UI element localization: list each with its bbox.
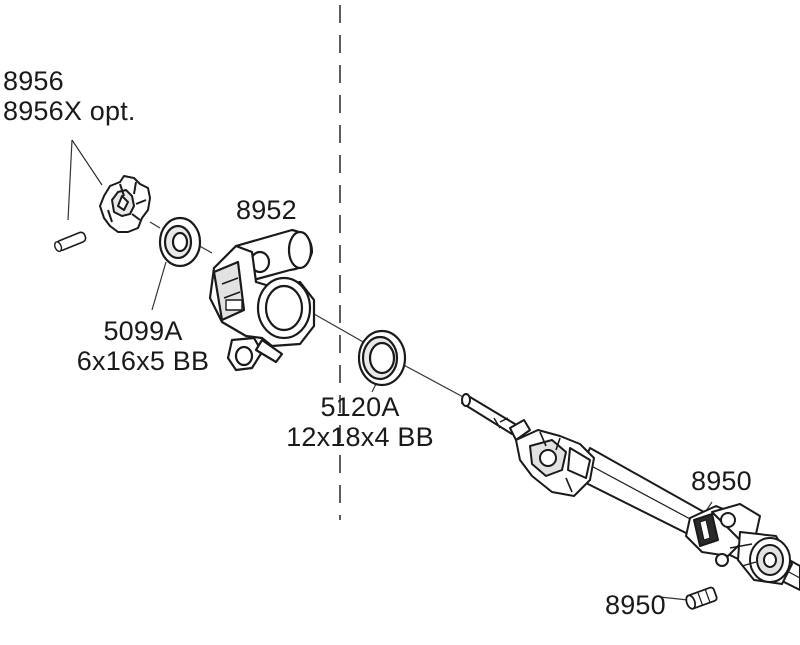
hub-8956-part xyxy=(99,175,151,233)
callout-5099A-part-number: 5099A xyxy=(103,316,183,346)
bearing-5120A-part xyxy=(357,329,407,387)
callout-8950-pin: 8950 xyxy=(605,590,666,620)
housing-8952-part xyxy=(208,228,316,372)
callout-5099A: 5099A 6x16x5 BB xyxy=(70,316,216,376)
callout-8952: 8952 xyxy=(236,195,297,225)
callout-8952-part-number: 8952 xyxy=(236,195,297,225)
callout-8956-option: 8956X opt. xyxy=(3,96,136,126)
callout-5120A-spec: 12x18x4 BB xyxy=(286,422,434,452)
callout-8950-driveshaft: 8950 xyxy=(691,466,752,496)
bearing-5099A-part xyxy=(158,216,202,268)
driveshaft-8950-part xyxy=(461,393,800,591)
callout-8950-driveshaft-part-number: 8950 xyxy=(691,466,752,496)
callout-8956: 8956 8956X opt. xyxy=(3,66,136,126)
callout-5120A-part-number: 5120A xyxy=(320,392,400,422)
callout-5099A-spec: 6x16x5 BB xyxy=(76,346,210,376)
callout-8950-pin-part-number: 8950 xyxy=(605,590,666,620)
pin-8950-part xyxy=(685,586,718,610)
callout-5120A: 5120A 12x18x4 BB xyxy=(280,392,440,452)
callout-8956-part-number: 8956 xyxy=(3,66,64,96)
pin-8956-part xyxy=(54,231,87,253)
